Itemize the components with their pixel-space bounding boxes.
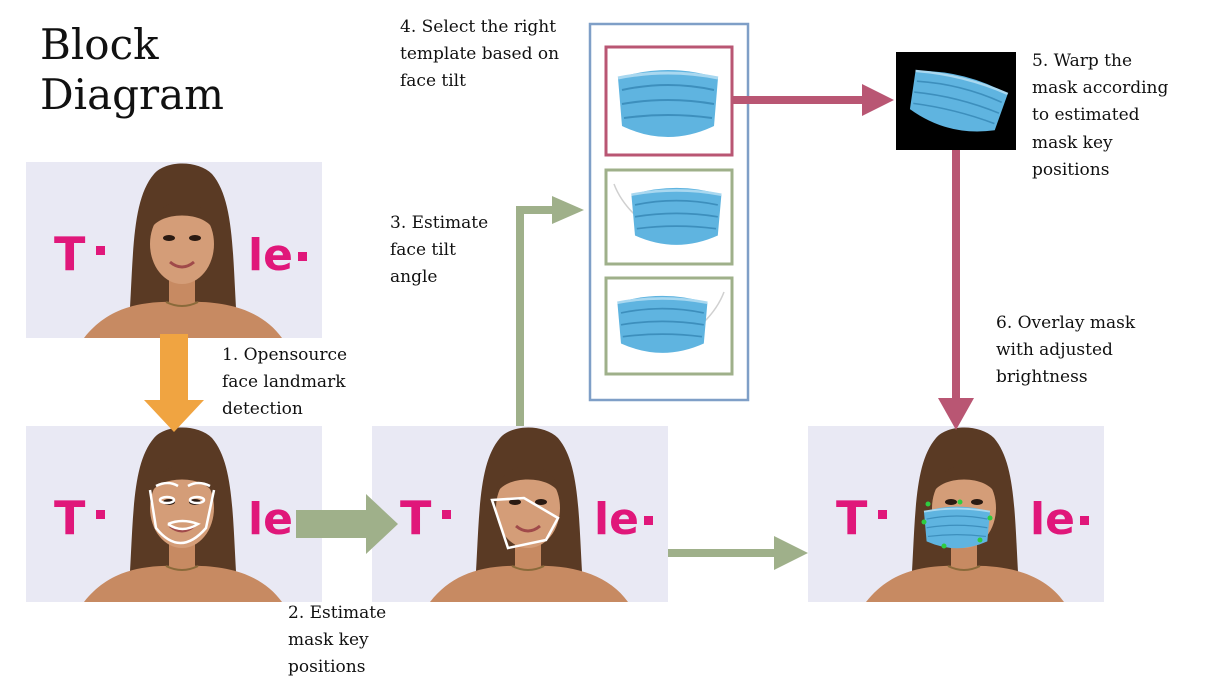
landmark-outline bbox=[148, 481, 216, 545]
landmark-dots bbox=[921, 499, 993, 549]
title-line-1: Block bbox=[40, 20, 159, 69]
warped-mask bbox=[896, 52, 1016, 150]
title-line-2: Diagram bbox=[40, 70, 224, 120]
photo-original-face bbox=[24, 160, 324, 340]
step-4-label: 4. Select the right template based on fa… bbox=[400, 17, 560, 92]
arrow-landmark-detection bbox=[144, 334, 204, 432]
photo-mask-key-positions bbox=[370, 424, 670, 604]
arrow-overlay-mask bbox=[938, 150, 974, 430]
template-panel bbox=[588, 22, 750, 402]
arrow-estimate-key-positions bbox=[296, 494, 398, 554]
step-2-label: 2. Estimate mask key positions bbox=[288, 603, 387, 678]
step-5-label: 5. Warp the mask according to estimated … bbox=[1032, 51, 1169, 180]
arrow-estimate-tilt bbox=[516, 196, 584, 426]
step-1-label: 1. Opensource face landmark detection bbox=[222, 345, 348, 420]
photo-face-landmarks bbox=[24, 424, 324, 604]
step-3-label: 3. Estimate face tilt angle bbox=[390, 213, 489, 288]
template-left-tilt bbox=[604, 168, 734, 266]
photo-masked-result bbox=[806, 424, 1106, 604]
template-selected bbox=[604, 45, 734, 157]
mask-key-polygon bbox=[490, 496, 560, 550]
arrow-to-result bbox=[668, 536, 808, 570]
template-right-tilt bbox=[604, 276, 734, 376]
arrow-select-template bbox=[732, 84, 894, 116]
step-6-label: 6. Overlay mask with adjusted brightness bbox=[996, 313, 1136, 388]
diagram-title: Block Diagram bbox=[40, 20, 224, 121]
